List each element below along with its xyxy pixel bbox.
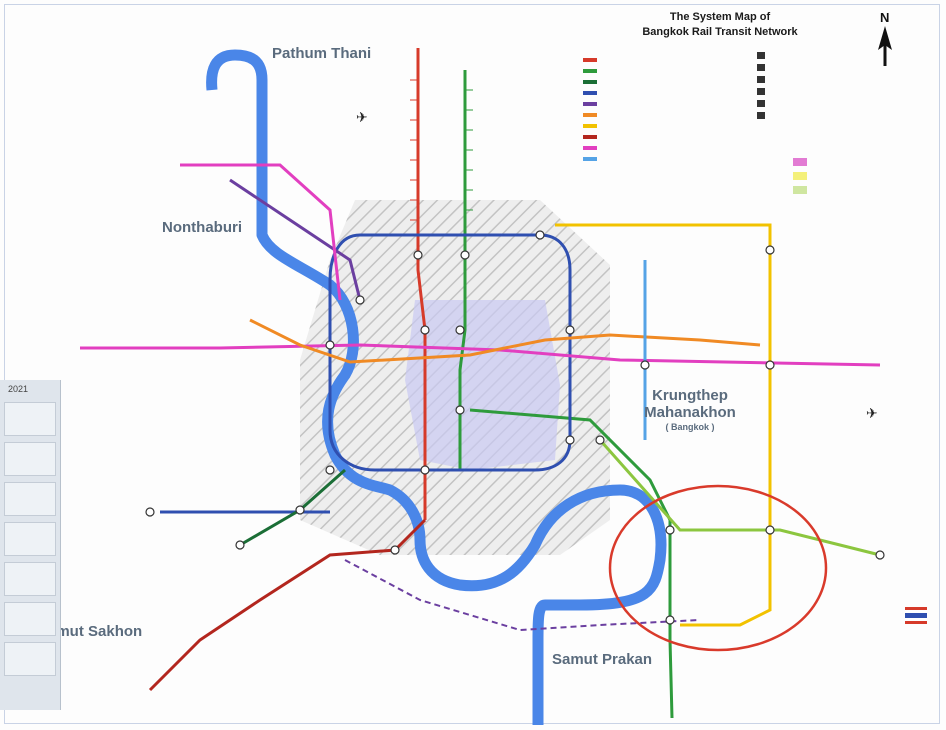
legend-line-swatch — [583, 91, 597, 95]
thai-flag-icon — [905, 607, 927, 624]
magenta-line-crosstown — [80, 343, 881, 367]
inner-core-zone — [405, 300, 560, 470]
red-line-southwest — [148, 518, 427, 692]
red-line-north — [416, 48, 427, 520]
north-label: N — [880, 10, 889, 25]
side-panel-tab[interactable] — [4, 402, 56, 436]
legend-line-swatch — [583, 102, 597, 106]
airport-icon: ✈ — [866, 405, 878, 421]
region-pathum-thani: Pathum Thani — [272, 45, 371, 62]
magenta-line-north — [180, 163, 342, 301]
purple-dashed-line — [344, 559, 701, 632]
legend-line-swatch — [583, 113, 597, 117]
map-title-line1: The System Map of — [670, 11, 771, 23]
region-samut-sakhon: Samut Sakhon — [38, 623, 142, 640]
river-north-branch — [206, 49, 268, 170]
side-panel-tab[interactable] — [4, 522, 56, 556]
legend-line-swatch — [583, 157, 597, 161]
legend-line-swatch — [583, 135, 597, 139]
side-panel-tab[interactable] — [4, 642, 56, 676]
legend-icon-boxes — [757, 52, 807, 194]
station-ticks — [410, 79, 418, 221]
airport-icon: ✈ — [356, 109, 368, 125]
green-station-ticks — [465, 89, 473, 211]
north-arrow-icon — [878, 26, 892, 66]
legend-line-swatch — [583, 58, 597, 62]
legend-line-swatch — [583, 80, 597, 84]
orange-line — [249, 318, 761, 364]
legend-line-swatch — [583, 69, 597, 73]
light-green-line — [598, 439, 881, 557]
purple-line — [229, 178, 362, 301]
yellow-line — [555, 223, 772, 627]
side-panel-tab[interactable] — [4, 602, 56, 636]
side-panel-year: 2021 — [8, 384, 29, 394]
map-frame — [4, 4, 940, 724]
side-panel-tab[interactable] — [4, 482, 56, 516]
map-title-line2: Bangkok Rail Transit Network — [642, 26, 798, 38]
blue-loop-line — [328, 233, 572, 472]
side-panel[interactable]: 2021 — [0, 380, 61, 710]
chao-phraya-river — [256, 170, 667, 725]
region-krungthep-line2: Mahanakhon — [644, 404, 736, 421]
legend-line-swatch — [583, 124, 597, 128]
side-panel-tab[interactable] — [4, 442, 56, 476]
region-nonthaburi: Nonthaburi — [162, 219, 242, 236]
region-krungthep-line3: ( Bangkok ) — [665, 422, 714, 432]
region-krungthep-line1: Krungthep — [652, 387, 728, 404]
legend-swatches — [583, 58, 597, 161]
station-dots — [145, 230, 885, 625]
side-panel-tab[interactable] — [4, 562, 56, 596]
highlight-circle — [608, 484, 828, 652]
legend-line-swatch — [583, 146, 597, 150]
region-samut-prakan: Samut Prakan — [552, 651, 652, 668]
